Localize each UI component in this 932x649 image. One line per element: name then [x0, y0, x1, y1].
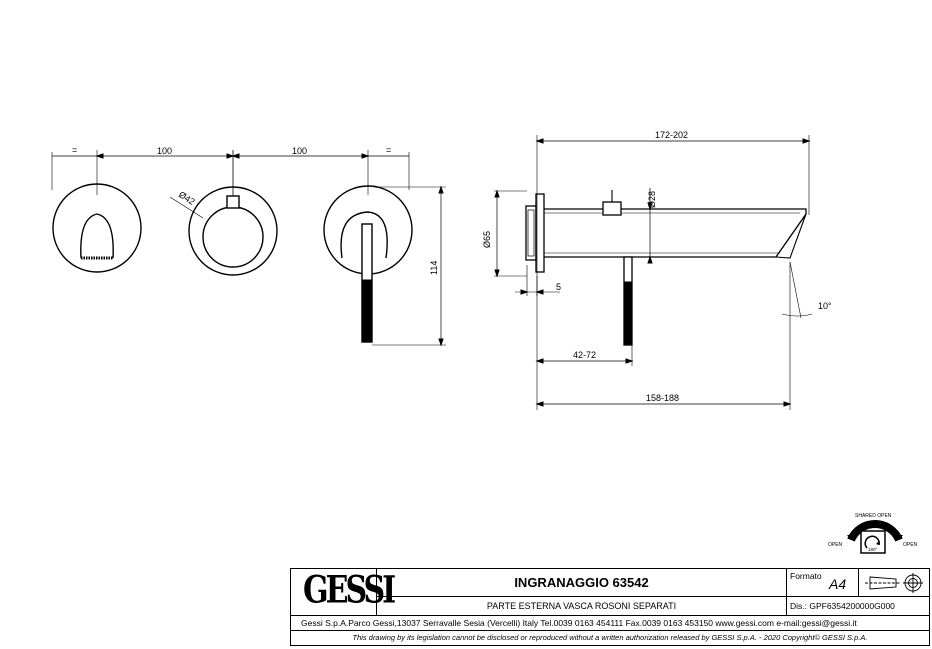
top-knob — [602, 190, 622, 216]
dim-equal-right: = — [386, 145, 391, 155]
symbol-open-left: OPEN — [828, 542, 843, 548]
dim-5: 5 — [556, 282, 561, 292]
side-lever — [623, 256, 633, 346]
dim-total-length: 172-202 — [655, 130, 688, 140]
title-cell: INGRANAGGIO 63542 — [377, 569, 787, 597]
diverter-rosette — [169, 186, 278, 276]
dim-equal-left: = — [72, 145, 77, 155]
dim-height: 114 — [429, 261, 439, 275]
symbol-angle: 180° — [868, 547, 878, 552]
gessi-logo: GESSI — [303, 568, 396, 613]
symbol-open-right: OPEN — [903, 542, 918, 548]
mixer-rosette — [323, 185, 413, 343]
drawing-number: Dis.: GPF6354200000G000 — [790, 601, 895, 611]
title-block: GESSI INGRANAGGIO 63542 PARTE ESTERNA VA… — [290, 568, 930, 646]
dim-diameter-28: Ø28 — [647, 191, 657, 208]
product-subtitle: PARTE ESTERNA VASCA ROSONI SEPARATI — [486, 601, 677, 611]
wall-plate — [525, 193, 545, 273]
spout-body — [544, 208, 807, 259]
dim-spacing-2: 100 — [292, 146, 307, 156]
projection-cell — [859, 569, 929, 597]
legal-cell: This drawing by its legislation cannot b… — [291, 631, 929, 645]
format-value: A4 — [829, 576, 847, 592]
side-view — [494, 135, 813, 410]
company-info: Gessi S.p.A.Parco Gessi,13037 Serravalle… — [301, 618, 857, 628]
symbol-shared-open: SHARED OPEN — [855, 513, 892, 519]
dim-diameter-65: Ø65 — [482, 231, 492, 248]
dim-158-188: 158-188 — [646, 393, 679, 403]
projection-symbol — [865, 573, 923, 593]
dim-rosette-diameter: Ø42 — [177, 189, 197, 207]
rotation-symbol — [847, 520, 903, 554]
format-label: Formato — [790, 571, 822, 581]
spout-rosette — [52, 183, 142, 273]
company-info-cell: Gessi S.p.A.Parco Gessi,13037 Serravalle… — [291, 615, 929, 631]
subtitle-cell: PARTE ESTERNA VASCA ROSONI SEPARATI — [377, 597, 787, 615]
logo-cell: GESSI — [291, 569, 396, 615]
dim-spacing-1: 100 — [157, 146, 172, 156]
dim-angle: 10° — [818, 301, 832, 311]
legal-notice: This drawing by its legislation cannot b… — [352, 633, 868, 642]
product-title: INGRANAGGIO 63542 — [514, 575, 649, 590]
format-cell: Formato A4 — [787, 569, 859, 597]
dim-42-72: 42-72 — [573, 350, 596, 360]
drawing-number-cell: Dis.: GPF6354200000G000 — [787, 597, 929, 615]
front-view — [51, 150, 446, 347]
